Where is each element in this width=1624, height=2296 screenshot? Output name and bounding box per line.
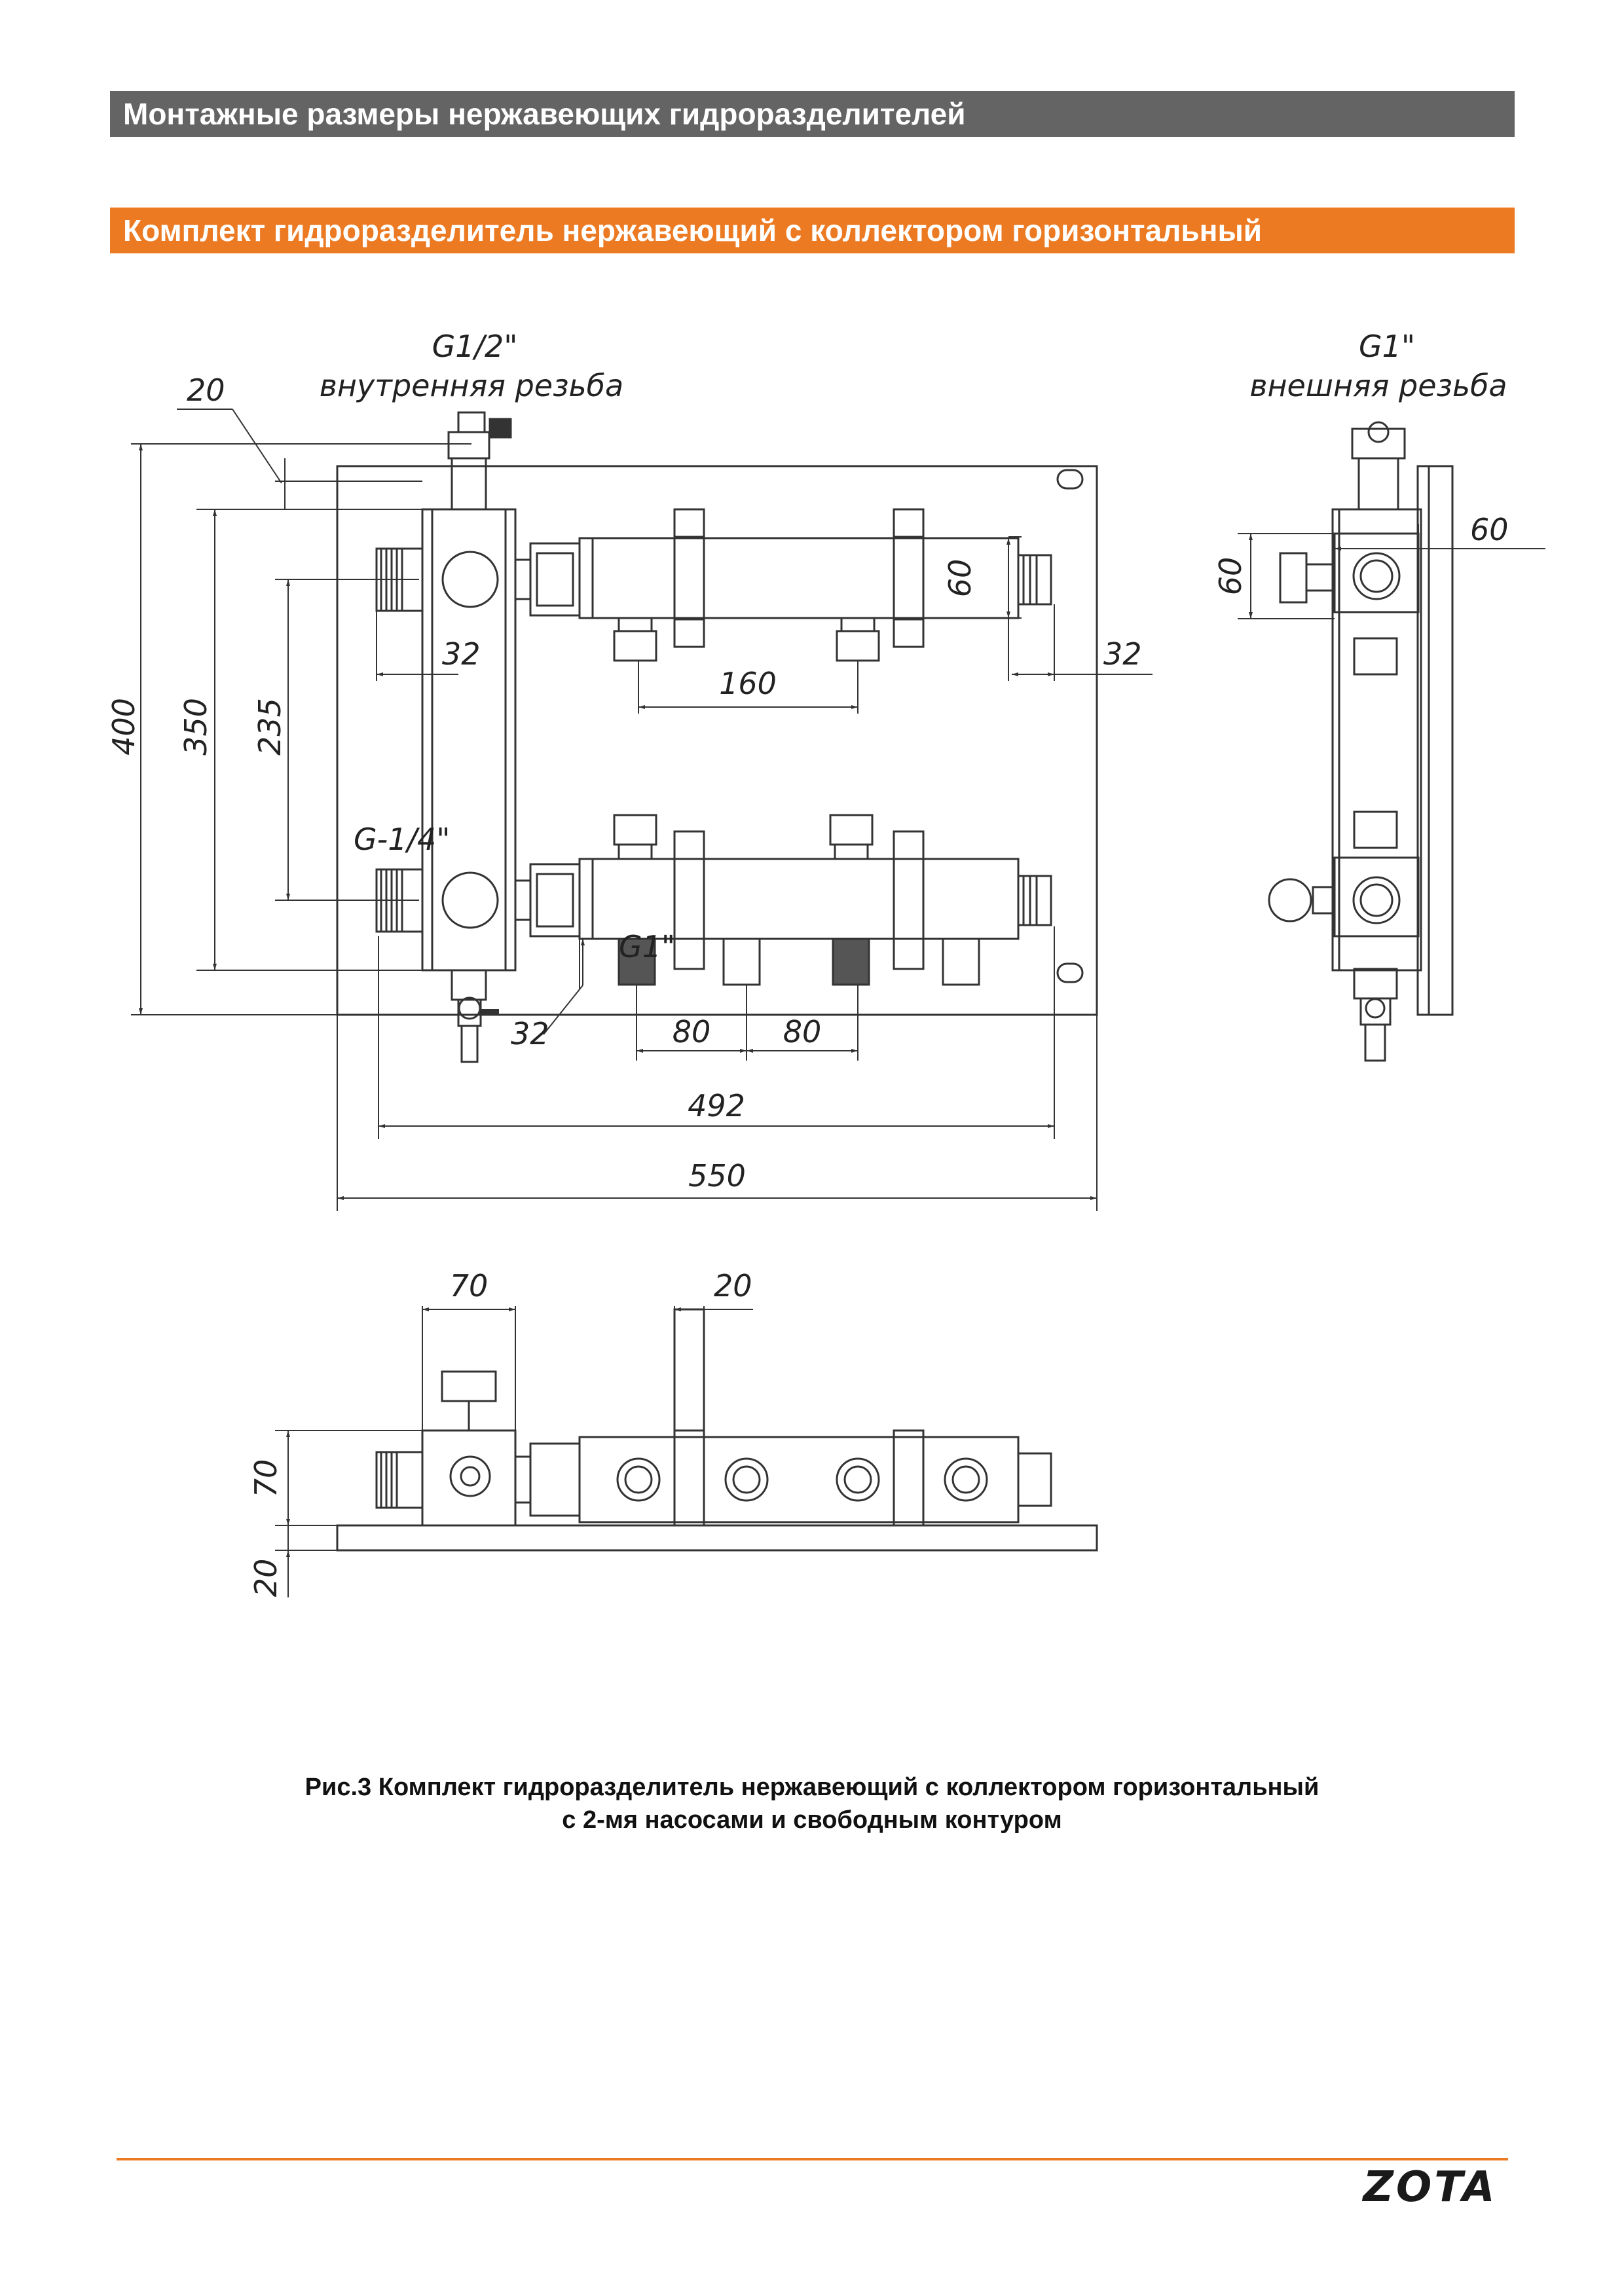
- dim-20-label: 20: [187, 373, 225, 408]
- bottom-dim-70-horizontal-label: 70: [450, 1268, 489, 1303]
- side-view: [1238, 421, 1545, 1062]
- mounting-plate: [336, 465, 1098, 1016]
- section-title: Комплект гидроразделитель нержавеющий с …: [123, 213, 1263, 247]
- dim-160-label: 160: [719, 666, 777, 701]
- top-thread-type-label: внутренняя резьба: [320, 368, 623, 403]
- front-view: [131, 409, 1153, 1211]
- lower-collector: [578, 858, 1020, 940]
- dim-235-label: 235: [252, 698, 287, 756]
- bottom-view: [275, 1306, 1098, 1597]
- figure-caption: Рис.3 Комплект гидроразделитель нержавею…: [0, 1771, 1624, 1836]
- side-thread-type-label: внешняя резьба: [1249, 368, 1507, 403]
- footer-divider: [117, 2158, 1508, 2160]
- dim-32-right-label: 32: [1103, 636, 1142, 672]
- caption-line-2: с 2-мя насосами и свободным контуром: [562, 1806, 1062, 1834]
- logo-text: ZOTA: [1361, 2164, 1497, 2209]
- side-separator-body: [1331, 508, 1422, 972]
- side-view-labels: G1" внешняя резьба 60 60: [1213, 329, 1509, 595]
- side-dim-60-vertical-label: 60: [1213, 557, 1248, 596]
- zota-logo: ZOTA: [1361, 2164, 1497, 2209]
- bottom-dim-20-horizontal-label: 20: [714, 1268, 752, 1303]
- dim-350-label: 350: [178, 698, 213, 756]
- dim-492-label: 492: [688, 1088, 745, 1123]
- sensor-thread-label: G-1/4": [354, 822, 450, 857]
- dim-32-left-label: 32: [442, 636, 481, 672]
- dim-32-bottom-label: 32: [511, 1016, 549, 1051]
- separator-body: [421, 508, 517, 972]
- page-header-title: Монтажные размеры нержавеющих гидроразде…: [123, 97, 966, 131]
- bottom-dim-20-vertical-label: 20: [248, 1559, 284, 1597]
- bottom-view-labels: 70 20 70 20: [248, 1268, 752, 1597]
- dim-400-label: 400: [106, 698, 141, 756]
- outlet-thread-label: G1": [619, 929, 675, 964]
- bottom-mounting-plate: [336, 1524, 1098, 1552]
- front-view-labels: G1/2" внутренняя резьба 20 400 350 235 G…: [106, 329, 1142, 1194]
- technical-drawing: G1/2" внутренняя резьба 20 400 350 235 G…: [106, 329, 1545, 1597]
- dim-80-b-label: 80: [783, 1014, 822, 1049]
- dim-60-front-label: 60: [942, 559, 978, 598]
- section-title-bar: Комплект гидроразделитель нержавеющий с …: [110, 208, 1515, 253]
- page-header-bar: Монтажные размеры нержавеющих гидроразде…: [110, 91, 1515, 137]
- side-thread-label: G1": [1359, 329, 1415, 364]
- caption-line-1: Рис.3 Комплект гидроразделитель нержавею…: [304, 1774, 1320, 1801]
- dim-550-label: 550: [688, 1158, 746, 1194]
- bottom-dim-70-vertical-label: 70: [248, 1459, 284, 1498]
- dim-80-a-label: 80: [673, 1014, 711, 1049]
- top-thread-label: G1/2": [432, 329, 518, 364]
- side-dim-60-horizontal-label: 60: [1470, 512, 1509, 547]
